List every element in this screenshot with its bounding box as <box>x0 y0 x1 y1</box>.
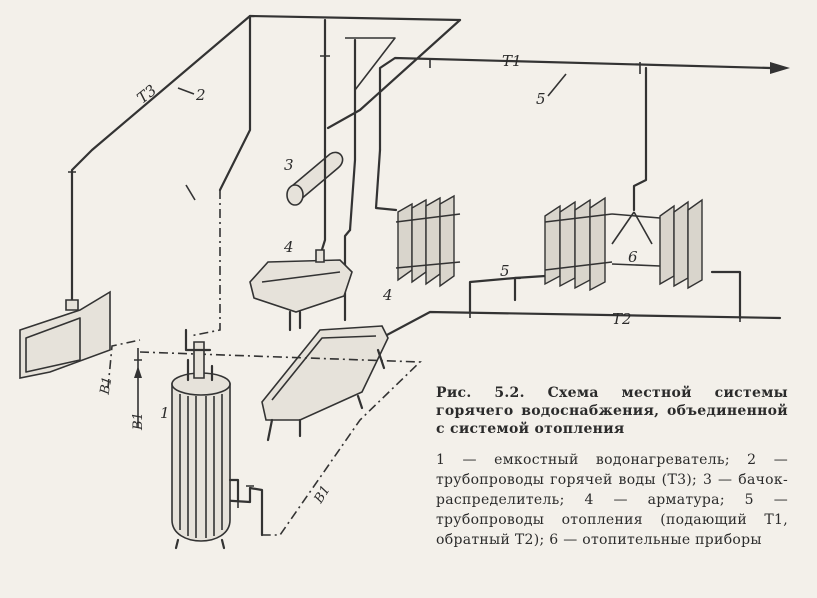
label-t3: T3 <box>134 81 160 107</box>
distribution-tank <box>286 151 344 206</box>
storage-water-heater <box>171 328 240 550</box>
caption-legend: 1 — емкостный водонагреватель; 2 — трубо… <box>436 452 788 548</box>
washbasin <box>249 249 353 332</box>
kitchen-sink <box>19 290 111 379</box>
label-t1: T1 <box>502 52 522 70</box>
label-b1-center: B1 <box>131 412 146 431</box>
leader-5a <box>547 73 567 97</box>
leader-6 <box>611 211 653 245</box>
label-b1-left: B1 <box>98 375 116 396</box>
arrow-up-icon <box>134 366 142 378</box>
label-5a: 5 <box>536 90 546 108</box>
radiator-middle <box>544 196 613 292</box>
hot-water-pipe-t3 <box>68 14 462 337</box>
bathtub <box>261 325 389 442</box>
heating-supply-pipe-t1 <box>374 56 790 212</box>
label-5b: 5 <box>500 262 510 280</box>
label-t2: T2 <box>612 310 632 328</box>
caption-title: Рис. 5.2. Схема местной системы горячего… <box>436 385 788 437</box>
leader-2 <box>177 87 195 95</box>
radiator-left <box>395 194 461 288</box>
label-1: 1 <box>160 404 170 422</box>
label-4a: 4 <box>283 238 294 256</box>
label-2: 2 <box>195 86 206 104</box>
label-6: 6 <box>628 248 638 266</box>
label-3: 3 <box>284 156 294 174</box>
radiator-right <box>611 198 703 290</box>
flow-arrow-icon <box>770 62 790 74</box>
label-4b: 4 <box>382 286 393 304</box>
figure-caption: Рис. 5.2. Схема местной системы горячего… <box>436 384 788 550</box>
cold-water-pipe-b1 <box>107 339 422 537</box>
